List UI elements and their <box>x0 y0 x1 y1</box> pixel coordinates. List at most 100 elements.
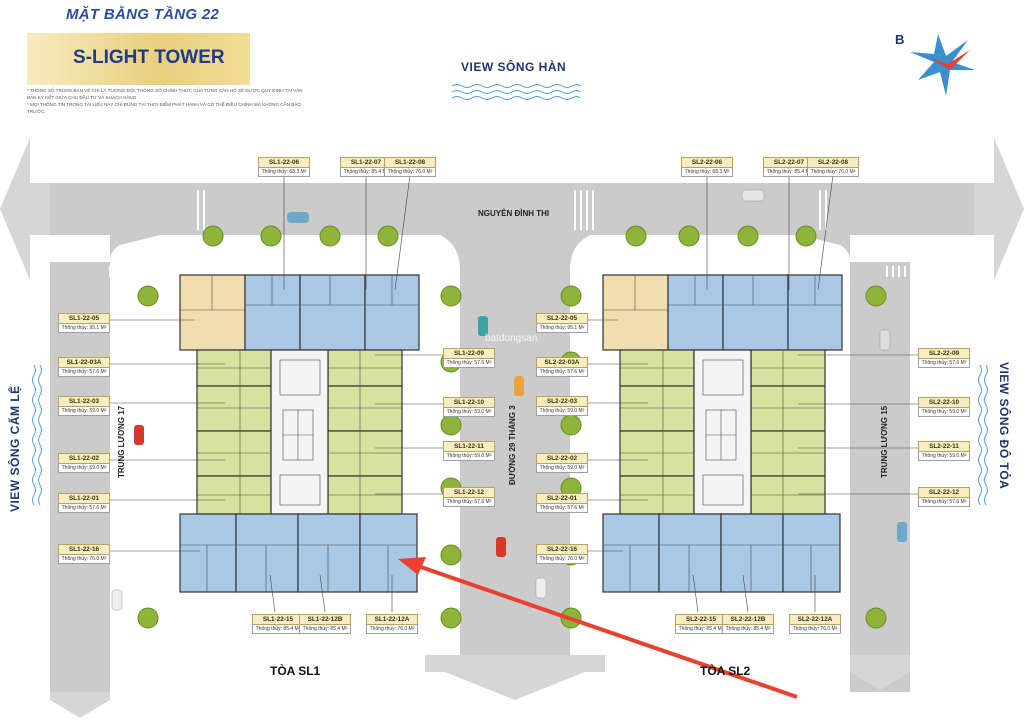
street-top-label: NGUYỄN ĐÌNH THI <box>478 209 550 218</box>
unit-code: SL2-22-08 <box>807 157 859 169</box>
unit-code: SL1-22-03 <box>58 396 110 408</box>
cars <box>111 189 907 611</box>
unit-code: SL2-22-03A <box>536 357 588 369</box>
road-left <box>50 262 110 692</box>
crosswalks <box>109 190 906 277</box>
unit-code: SL2-22-10 <box>918 397 970 409</box>
sl2-unit-02-shape <box>619 430 695 477</box>
sl1-core-shape <box>270 349 329 515</box>
unit-area: Thông thủy: 76.0 M² <box>807 168 859 178</box>
arrow-right-road <box>974 138 1024 280</box>
sl2-unit-07-shape <box>722 274 789 351</box>
unit-code: SL1-22-09 <box>443 348 495 360</box>
arrow-left-road <box>0 138 50 280</box>
project-banner: S-LIGHT TOWER <box>27 33 250 85</box>
unit-code: SL2-22-12A <box>789 614 841 626</box>
arrow-bottom-left <box>50 692 110 718</box>
disclaimer-note: * THÔNG SỐ TRONG BẢN VẼ CHỈ LÀ TƯƠNG ĐỐI… <box>27 88 312 116</box>
sl1-unit-11-shape <box>327 430 403 477</box>
unit-code: SL2-22-11 <box>918 441 970 453</box>
unit-area: Thông thủy: 85.4 M² <box>675 625 727 635</box>
unit-area: Thông thủy: 59.0 M² <box>58 464 110 474</box>
unit-code: SL1-22-10 <box>443 397 495 409</box>
unit-area: Thông thủy: 57.6 M² <box>918 359 970 369</box>
unit-area: Thông thủy: 59.0 M² <box>443 452 495 462</box>
unit-area: Thông thủy: 59.0 M² <box>536 464 588 474</box>
sl1-unit-02-shape <box>196 430 272 477</box>
unit-area: Thông thủy: 59.0 M² <box>443 408 495 418</box>
project-name: S-LIGHT TOWER <box>73 47 225 68</box>
street-center-label: ĐƯỜNG 29 THÁNG 3 <box>508 405 517 485</box>
sl1-unit-12b-shape <box>297 513 361 593</box>
unit-code: SL2-22-16 <box>536 544 588 556</box>
unit-code: SL1-22-12 <box>443 487 495 499</box>
unit-area: Thông thủy: 57.6 M² <box>58 368 110 378</box>
unit-code: SL1-22-06 <box>258 157 310 169</box>
unit-code: SL2-22-06 <box>681 157 733 169</box>
sl1-unit-10-shape <box>327 385 403 432</box>
unit-area: Thông thủy: 57.6 M² <box>443 498 495 508</box>
unit-area: Thông thủy: 68.3 M² <box>681 168 733 178</box>
disclaimer-line-1: * THÔNG SỐ TRONG BẢN VẼ CHỈ LÀ TƯƠNG ĐỐI… <box>27 88 303 100</box>
unit-area: Thông thủy: 85.4 M² <box>252 625 304 635</box>
unit-area: Thông thủy: 68.3 M² <box>258 168 310 178</box>
unit-code: SL2-22-05 <box>536 313 588 325</box>
unit-code: SL2-22-12 <box>918 487 970 499</box>
unit-area: Thông thủy: 59.0 M² <box>918 452 970 462</box>
sl1-unit-07-shape <box>299 274 366 351</box>
view-left-label: VIEW SÔNG CẨM LỆ <box>8 385 22 512</box>
unit-area: Thông thủy: 76.0 M² <box>384 168 436 178</box>
view-top-label: VIEW SÔNG HÀN <box>461 60 567 74</box>
red-arrow <box>398 557 798 699</box>
unit-code: SL1-22-03A <box>58 357 110 369</box>
unit-area: Thông thủy: 57.6 M² <box>918 498 970 508</box>
arrow-bottom-center <box>425 655 605 700</box>
tower-sl2-label: TÒA SL2 <box>700 664 751 678</box>
unit-area: Thông thủy: 57.6 M² <box>536 368 588 378</box>
unit-area: Thông thủy: 57.6 M² <box>536 504 588 514</box>
unit-area: Thông thủy: 95.1 M² <box>536 324 588 334</box>
sl1-unit-05-shape <box>179 274 246 351</box>
unit-code: SL1-22-12A <box>366 614 418 626</box>
arrow-bottom-right <box>850 655 910 690</box>
unit-code: SL2-22-02 <box>536 453 588 465</box>
unit-code: SL2-22-12B <box>722 614 774 626</box>
unit-code: SL1-22-05 <box>58 313 110 325</box>
water-wave-top <box>451 84 581 100</box>
sl2-unit-12b-shape <box>720 513 784 593</box>
building-sl1 <box>179 274 420 593</box>
unit-code: SL2-22-01 <box>536 493 588 505</box>
unit-area: Thông thủy: 57.6 M² <box>443 359 495 369</box>
unit-area: Thông thủy: 85.4 M² <box>722 625 774 635</box>
sl2-unit-06-shape <box>667 274 724 351</box>
unit-code: SL1-22-01 <box>58 493 110 505</box>
sl1-unit-15-shape <box>235 513 299 593</box>
unit-code: SL1-22-12B <box>299 614 351 626</box>
sl2-unit-16-shape <box>602 513 660 593</box>
unit-code: SL2-22-15 <box>675 614 727 626</box>
tower-sl1-label: TÒA SL1 <box>270 664 321 678</box>
unit-code: SL1-22-15 <box>252 614 304 626</box>
unit-code: SL1-22-02 <box>58 453 110 465</box>
